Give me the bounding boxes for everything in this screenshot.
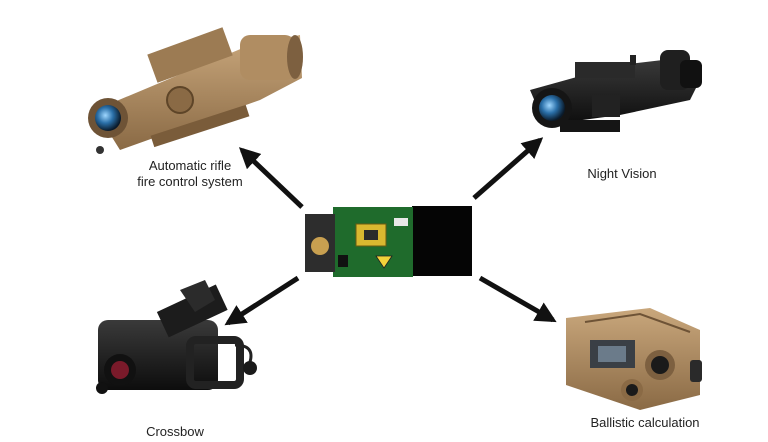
module-chip-small [338,255,348,267]
crossbow-sight-image [96,280,257,394]
arrow-top-right [472,137,544,200]
module-lens [311,237,329,255]
arrows [224,137,557,326]
label-night-vision-line-1: Night Vision [587,166,657,181]
label-night-vision: Night Vision [560,166,684,182]
arrow-bottom-left [224,275,300,326]
label-rifle-line-1: Automatic rifle [148,158,232,173]
label-rifle-fire-control: Automatic rifle fire control system [110,158,270,190]
label-crossbow: Crossbow [120,424,230,440]
module-black-block [412,206,472,276]
arrow-top-left [238,147,304,209]
module-connector [394,218,408,226]
label-ballistic-calculation: Ballistic calculation [570,415,720,431]
night-vision-image [530,50,702,132]
arrow-bottom-right [478,275,557,323]
rifle-scope-image [88,27,303,154]
laser-warning-icon [375,255,393,269]
label-rifle-line-2: fire control system [137,174,243,189]
label-crossbow-line-1: Crossbow [146,424,204,439]
center-module [305,206,472,277]
label-ballistic-line-1: Ballistic calculation [590,415,700,430]
module-chip-inner [364,230,378,240]
ballistic-device-image [566,308,702,410]
